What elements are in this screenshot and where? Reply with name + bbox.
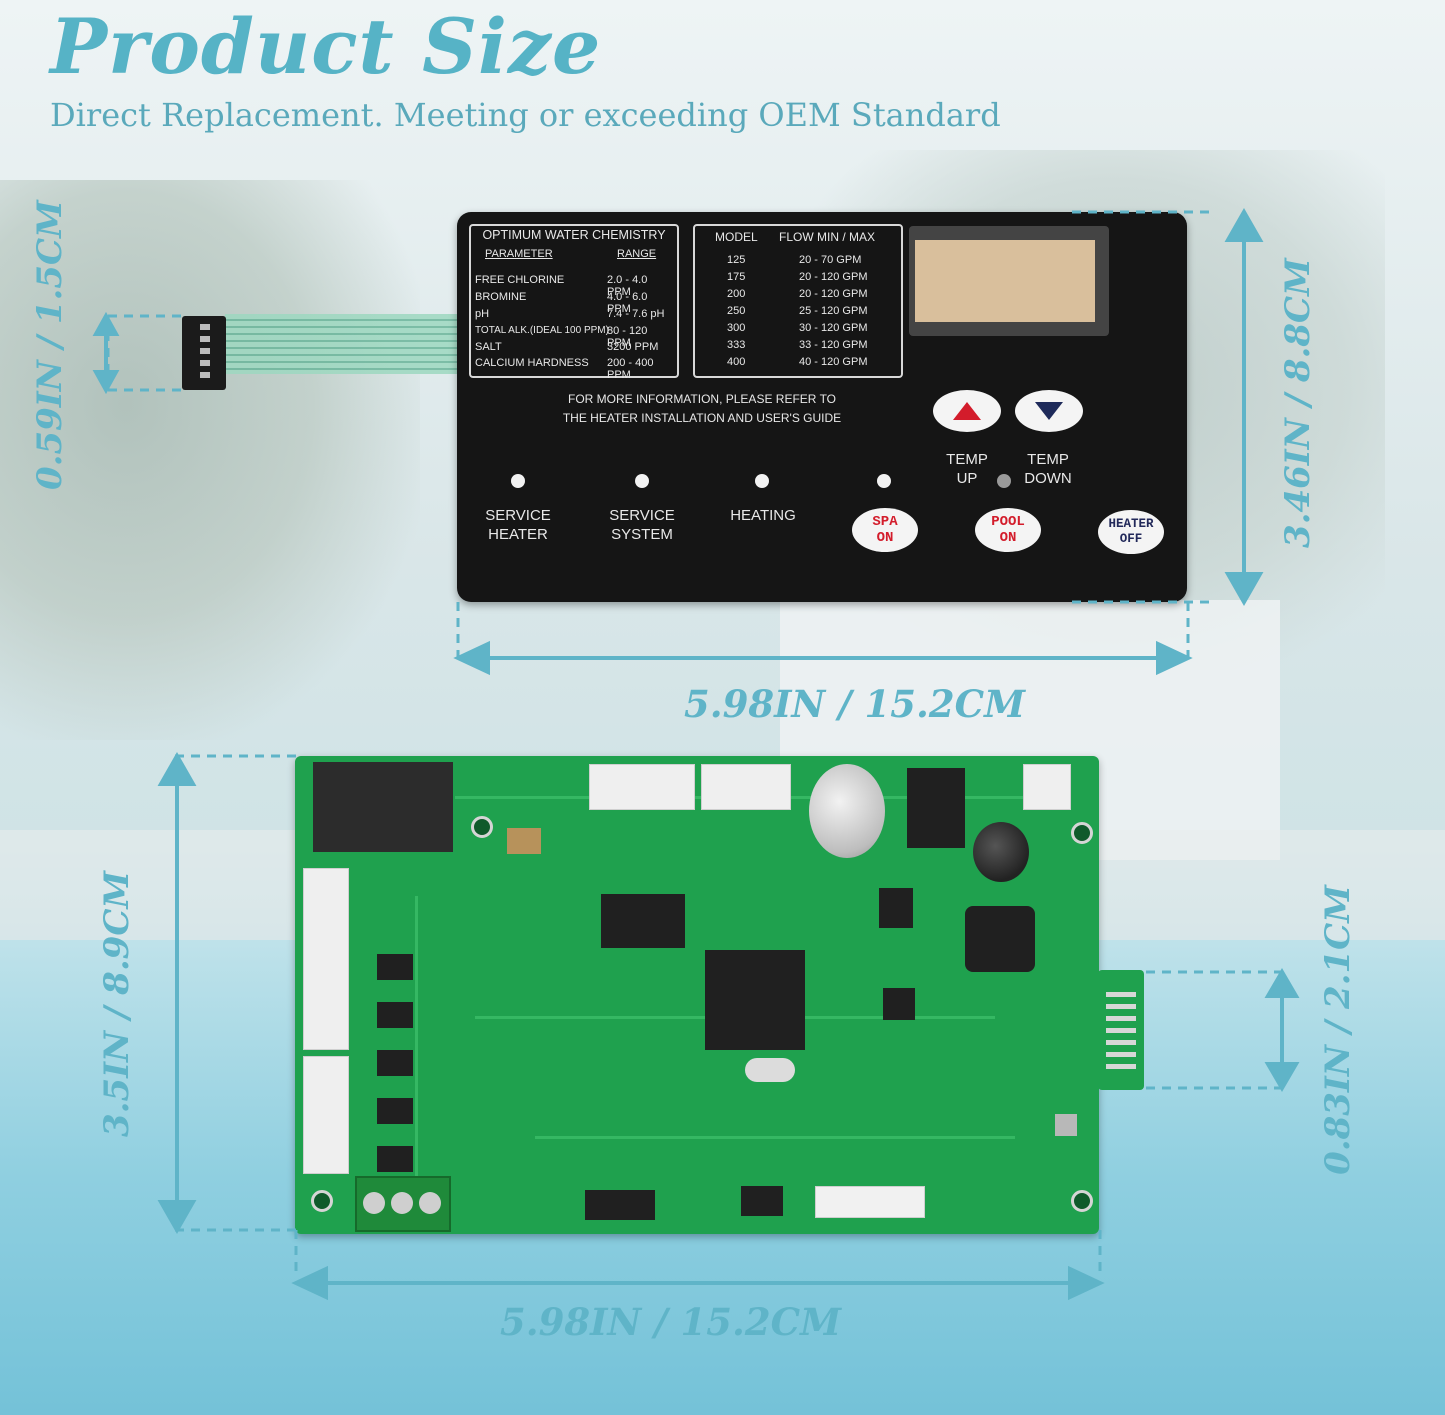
mounting-hole (311, 1190, 333, 1212)
optocoupler (377, 1098, 413, 1124)
board-width-dimension: 5.98IN / 15.2CM (500, 1300, 842, 1344)
arrow-down-icon (1035, 402, 1063, 420)
edge-connector (1098, 970, 1144, 1090)
chemistry-col-parameter: PARAMETER (485, 248, 553, 260)
edge-connector-dimension: 0.83IN / 2.1CM (1318, 885, 1358, 1175)
reset-switch (1055, 1114, 1077, 1136)
chemistry-col-range: RANGE (617, 248, 657, 260)
header-connector (701, 764, 791, 810)
side-header-connector (303, 868, 349, 1050)
optocoupler (377, 1002, 413, 1028)
chemistry-heading: OPTIMUM WATER CHEMISTRY (482, 228, 666, 242)
control-board-pcb (295, 756, 1099, 1234)
small-ic (883, 988, 915, 1020)
arrow-up-icon (953, 402, 981, 420)
spa-led (877, 474, 891, 488)
terminal-block (355, 1176, 451, 1232)
mounting-hole (1071, 1190, 1093, 1212)
optocoupler (377, 1146, 413, 1172)
optocoupler (377, 954, 413, 980)
ribbon-connector-plug (182, 316, 226, 390)
capacitor-large (809, 764, 885, 858)
lcd-screen (915, 240, 1095, 322)
background-trees-left (0, 180, 420, 740)
optocoupler (377, 1050, 413, 1076)
temp-up-button[interactable] (933, 390, 1001, 432)
crystal (507, 828, 541, 854)
flow-col-flow: FLOW MIN / MAX (779, 230, 875, 244)
dual-row-header (815, 1186, 925, 1218)
ic-chip (601, 894, 685, 948)
page-title: Product Size (50, 2, 602, 91)
microcontroller-chip (705, 950, 805, 1050)
flow-col-model: MODEL (715, 230, 758, 244)
heating-label: HEATING (730, 507, 796, 524)
connector-height-dimension: 0.59IN / 1.5CM (30, 200, 70, 490)
oscillator (745, 1058, 795, 1082)
control-panel-overlay: OPTIMUM WATER CHEMISTRY PARAMETER RANGE … (457, 212, 1187, 602)
regulator-chip (907, 768, 965, 848)
capacitor-small (973, 822, 1029, 882)
small-connector (1023, 764, 1071, 810)
panel-height-dimension: 3.46IN / 8.8CM (1278, 258, 1318, 548)
service-heater-led (511, 474, 525, 488)
temp-down-button[interactable] (1015, 390, 1083, 432)
indicator-led (997, 474, 1011, 488)
lcd-display-window (909, 226, 1109, 336)
heating-led (755, 474, 769, 488)
pin-header (585, 1190, 655, 1220)
side-header-connector (303, 1056, 349, 1174)
page-subtitle: Direct Replacement. Meeting or exceeding… (50, 96, 1001, 134)
mounting-hole (471, 816, 493, 838)
ribbon-cable (225, 314, 460, 374)
service-system-led (635, 474, 649, 488)
info-text: FOR MORE INFORMATION, PLEASE REFER TO TH… (562, 392, 842, 425)
panel-width-dimension: 5.98IN / 15.2CM (684, 682, 1026, 726)
header-connector (589, 764, 695, 810)
water-chemistry-table: OPTIMUM WATER CHEMISTRY PARAMETER RANGE … (469, 224, 679, 381)
pin-header (741, 1186, 783, 1216)
board-height-dimension: 3.5IN / 8.9CM (97, 870, 137, 1138)
chemistry-row: TOTAL ALK.(IDEAL 100 PPM)80 - 120 PPM (475, 325, 648, 349)
relay-component (313, 762, 453, 852)
mounting-hole (1071, 822, 1093, 844)
transistor (879, 888, 913, 928)
inductor (965, 906, 1035, 972)
